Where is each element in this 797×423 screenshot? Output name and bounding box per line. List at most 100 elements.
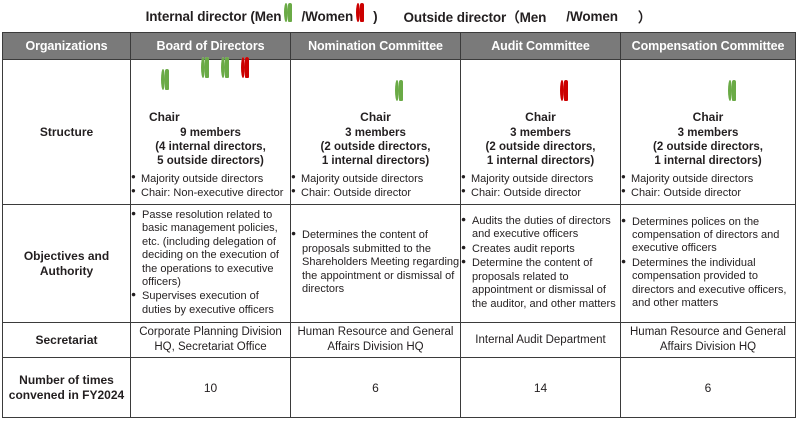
- legend-outside-director: Outside director（Men /Women ）: [404, 5, 652, 27]
- rowlabel-objectives: Objectives and Authority: [2, 204, 131, 323]
- rowlabel-structure: Structure: [2, 59, 131, 205]
- figure-group-cmp: [621, 63, 795, 109]
- chair-person-icon: [677, 71, 699, 109]
- rowlabel-secretariat: Secretariat: [2, 322, 131, 358]
- governance-table: Organizations Board of Directors Nominat…: [2, 32, 796, 418]
- members-count-bod: 9 members: [180, 127, 241, 140]
- structure-cell-board-of-directors: Chair 9 members (4 internal directors, 5…: [130, 57, 291, 205]
- figure-group-nom: [291, 63, 460, 109]
- legend-outside-mid: /Women: [566, 8, 618, 24]
- legend: Internal director (Men /Women ) Outside …: [0, 0, 797, 32]
- members-composition-cmp-1: (2 outside directors,: [653, 140, 763, 153]
- objectives-list-nom: Determines the content of proposals subm…: [291, 228, 460, 296]
- chair-figure-wrap-bod: [154, 69, 176, 109]
- chair-label-nom: Chair: [360, 110, 391, 125]
- objectives-cell-audit-committee: Audits the duties of directors and execu…: [460, 204, 621, 323]
- member-person-icon: [705, 82, 721, 109]
- chair-person-icon: [344, 71, 366, 109]
- chair-label-bod: Chair: [149, 110, 180, 125]
- members-composition-nom-2: 1 internal directors): [321, 154, 430, 167]
- list-item: Determine the content of proposals relat…: [461, 256, 620, 311]
- structure-cell-compensation-committee: Chair 3 members (2 outside directors, 1 …: [620, 59, 796, 205]
- member-person-icon: [391, 80, 407, 109]
- members-count-cmp: 3 members: [677, 127, 739, 140]
- convened-cell-board-of-directors: 10: [130, 357, 291, 418]
- member-person-icon: [372, 82, 388, 109]
- members-composition-aud-1: (2 outside directors,: [485, 140, 596, 153]
- member-person-icon: [724, 80, 740, 109]
- members-composition-bod-1: (4 internal directors,: [155, 140, 266, 153]
- table-row-objectives: Objectives and Authority Passe resolutio…: [2, 204, 796, 323]
- secretariat-cell-nomination-committee: Human Resource and General Affairs Divis…: [290, 322, 461, 358]
- chair-label-cmp: Chair: [692, 110, 724, 125]
- table-row-convened: Number of times convened in FY2024 10 6 …: [2, 357, 796, 418]
- legend-outside-suffix: ）: [637, 10, 652, 25]
- filled-red-person-icon: [621, 5, 635, 27]
- filled-green-person-icon: [549, 5, 563, 27]
- member-figures-cmp: [705, 80, 740, 109]
- header-compensation-committee: Compensation Committee: [620, 32, 796, 60]
- member-person-icon: [236, 88, 250, 109]
- list-item: Audits the duties of directors and execu…: [461, 214, 620, 242]
- list-item: Chair: Outside director: [461, 186, 620, 201]
- figure-group-bod: [131, 57, 290, 109]
- structure-bullets-cmp: Majority outside directors Chair: Outsid…: [621, 172, 795, 201]
- member-person-icon: [197, 57, 213, 86]
- structure-cell-nomination-committee: Chair 3 members (2 outside directors, 1 …: [290, 59, 461, 205]
- member-person-icon: [200, 88, 214, 109]
- list-item: Majority outside directors: [621, 172, 795, 187]
- member-person-icon: [537, 82, 553, 109]
- objectives-cell-compensation-committee: Determines polices on the compensation o…: [620, 204, 796, 323]
- legend-internal-prefix: Internal director (Men: [145, 8, 282, 24]
- legend-internal-mid: /Women: [301, 8, 354, 24]
- table-header-row: Organizations Board of Directors Nominat…: [2, 32, 796, 60]
- members-count-aud: 3 members: [510, 127, 571, 140]
- list-item: Determines the individual compensation p…: [621, 256, 795, 311]
- members-composition-nom-1: (2 outside directors,: [320, 140, 431, 153]
- table-row-secretariat: Secretariat Corporate Planning Division …: [2, 322, 796, 358]
- chair-person-icon: [509, 71, 531, 109]
- convened-cell-nomination-committee: 6: [290, 357, 461, 418]
- structure-cell-audit-committee: Chair 3 members (2 outside directors, 1 …: [460, 59, 621, 205]
- structure-bullets-bod: Majority outside directors Chair: Non-ex…: [131, 172, 290, 201]
- list-item: Chair: Outside director: [291, 186, 460, 201]
- header-nomination-committee: Nomination Committee: [290, 32, 461, 60]
- member-figures-aud: [537, 80, 572, 109]
- convened-cell-compensation-committee: 6: [620, 357, 796, 418]
- legend-internal-suffix: ): [373, 8, 378, 24]
- table-row-structure: Structure: [2, 57, 796, 205]
- legend-outside-prefix: Outside director（Men: [403, 10, 547, 25]
- list-item: Passe resolution related to basic manage…: [131, 208, 290, 289]
- member-person-icon: [218, 88, 232, 109]
- header-board-of-directors: Board of Directors: [130, 32, 291, 60]
- header-audit-committee: Audit Committee: [460, 32, 621, 60]
- members-composition-aud-2: 1 internal directors): [486, 154, 595, 167]
- objectives-cell-nomination-committee: Determines the content of proposals subm…: [290, 204, 461, 323]
- member-figures-bottom-bod: [182, 88, 268, 109]
- member-person-icon: [237, 57, 253, 86]
- structure-bullets-aud: Majority outside directors Chair: Outsid…: [461, 172, 620, 201]
- rowlabel-convened: Number of times convened in FY2024: [2, 357, 131, 418]
- objectives-list-cmp: Determines polices on the compensation o…: [621, 215, 795, 311]
- secretariat-cell-compensation-committee: Human Resource and General Affairs Divis…: [620, 322, 796, 358]
- outline-red-person-icon: [356, 3, 370, 27]
- objectives-list-aud: Audits the duties of directors and execu…: [461, 214, 620, 311]
- list-item: Chair: Non-executive director: [131, 186, 290, 201]
- list-item: Majority outside directors: [461, 172, 620, 187]
- chair-label-aud: Chair: [525, 110, 556, 125]
- member-figures-nom: [372, 80, 407, 109]
- member-person-icon: [556, 80, 572, 109]
- members-composition-cmp-2: 1 internal directors): [654, 154, 762, 167]
- objectives-cell-board-of-directors: Passe resolution related to basic manage…: [130, 204, 291, 323]
- secretariat-cell-audit-committee: Internal Audit Department: [460, 322, 621, 358]
- figure-group-aud: [461, 63, 620, 109]
- legend-internal-director: Internal director (Men /Women ): [145, 3, 378, 27]
- list-item: Chair: Outside director: [621, 186, 795, 201]
- list-item: Determines the content of proposals subm…: [291, 228, 460, 296]
- member-person-icon: [217, 57, 233, 86]
- secretariat-cell-board-of-directors: Corporate Planning Division HQ, Secretar…: [130, 322, 291, 358]
- convened-cell-audit-committee: 14: [460, 357, 621, 418]
- member-figures-top-bod: [197, 57, 253, 86]
- objectives-list-bod: Passe resolution related to basic manage…: [131, 208, 290, 317]
